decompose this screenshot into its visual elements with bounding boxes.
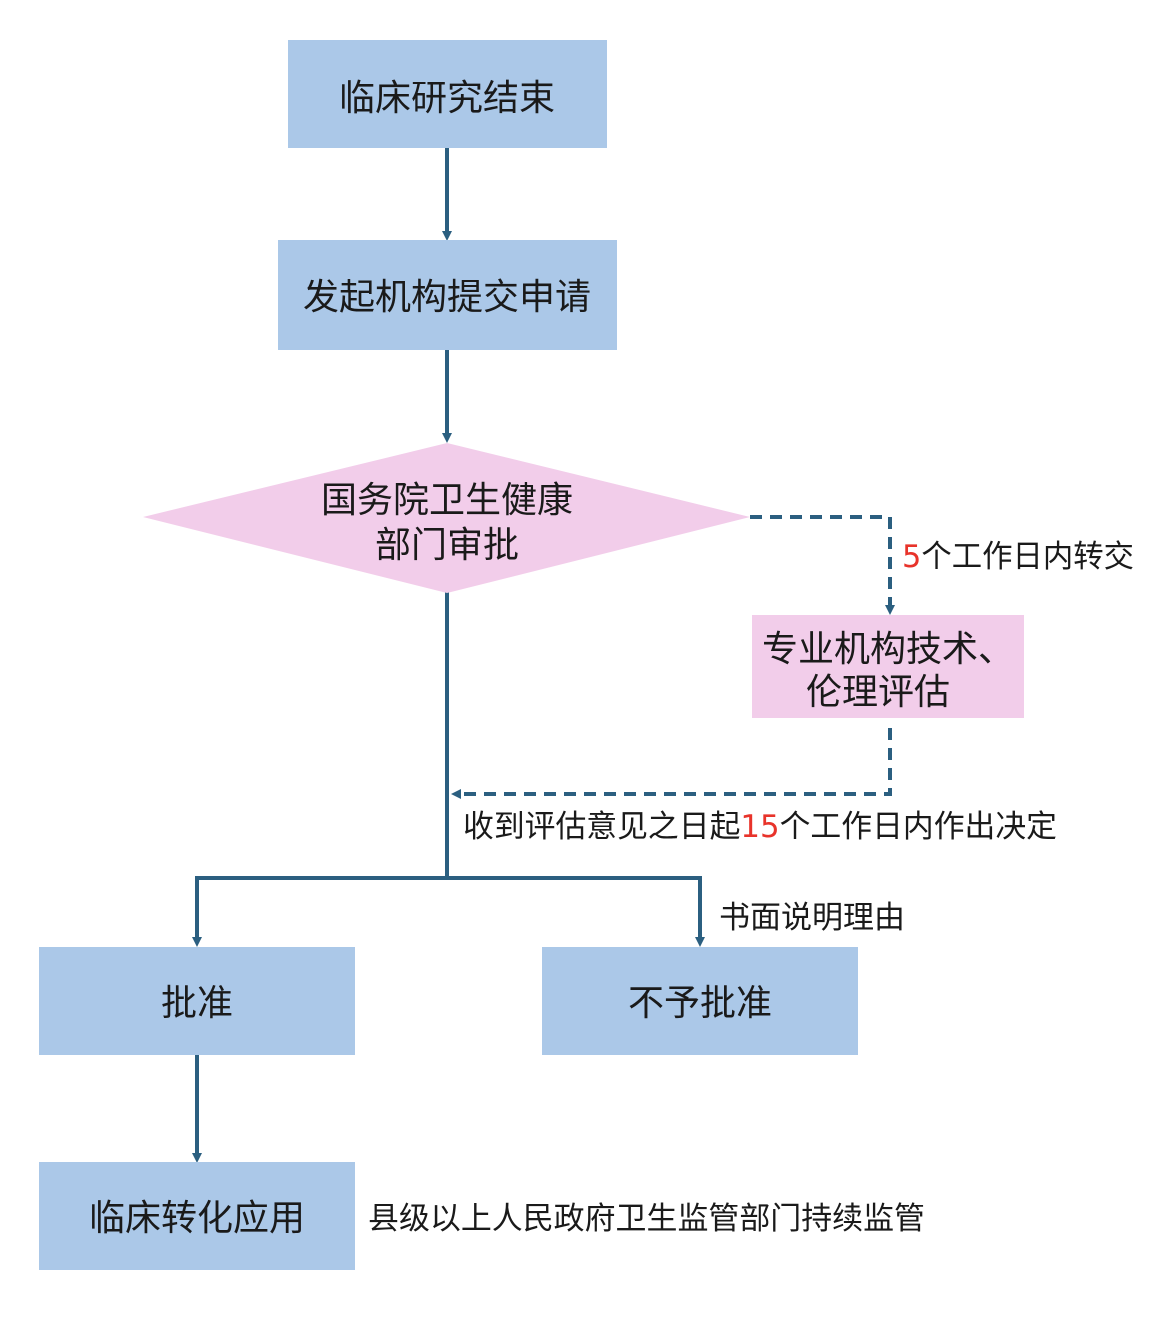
connector-review-to-decision: [451, 728, 892, 799]
node-submit-application-label: 发起机构提交申请: [303, 277, 591, 318]
note-transfer-text: 个工作日内转交: [921, 539, 1134, 575]
node-expert-review-line-2: 伦理评估: [806, 672, 950, 713]
note-decision: 收到评估意见之日起15个工作日内作出决定: [463, 809, 1057, 845]
note-decision-number: 15: [740, 809, 779, 845]
node-health-dept-approval-line-2: 部门审批: [375, 525, 519, 566]
node-reject-label: 不予批准: [628, 983, 772, 1024]
node-expert-review: 专业机构技术、 伦理评估: [752, 615, 1024, 718]
note-decision-text: 个工作日内作出决定: [780, 809, 1057, 845]
node-clinical-application-label: 临床转化应用: [89, 1198, 305, 1239]
node-approve: 批准: [39, 947, 355, 1055]
connector-approval-to-review: [750, 515, 895, 615]
connector-split-to-approve: [192, 876, 447, 947]
node-reject: 不予批准: [542, 947, 858, 1055]
node-expert-review-line-1: 专业机构技术、: [762, 629, 1014, 670]
node-end-of-research-label: 临床研究结束: [339, 78, 555, 119]
node-health-dept-approval-line-1: 国务院卫生健康: [321, 480, 573, 521]
note-transfer: 5个工作日内转交: [902, 539, 1134, 575]
note-reject-reason: 书面说明理由: [719, 900, 905, 936]
connector-split-to-reject: [447, 876, 705, 947]
note-transfer-number: 5: [902, 539, 921, 575]
node-end-of-research: 临床研究结束: [288, 40, 607, 148]
node-clinical-application: 临床转化应用: [39, 1162, 355, 1270]
node-approve-label: 批准: [161, 983, 233, 1024]
node-submit-application: 发起机构提交申请: [278, 240, 617, 350]
node-health-dept-approval: 国务院卫生健康 部门审批: [143, 443, 750, 593]
note-decision-prefix: 收到评估意见之日起: [463, 809, 740, 845]
note-supervision: 县级以上人民政府卫生监管部门持续监管: [368, 1201, 925, 1237]
